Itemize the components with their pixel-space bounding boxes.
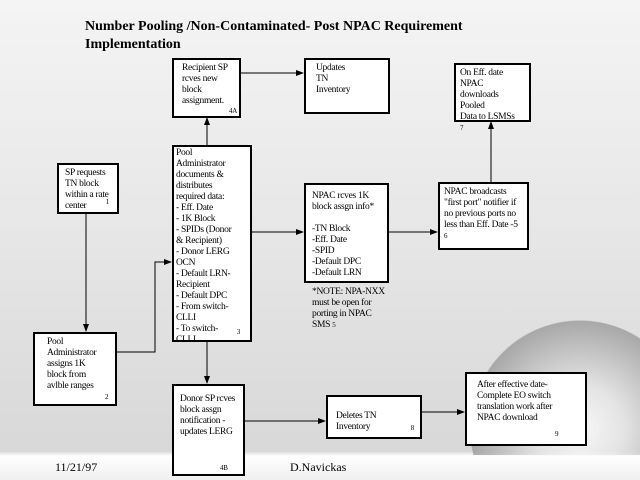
step-number: 5 bbox=[332, 321, 336, 329]
box-recipient-sp: Recipient SP rcves new block assignment.… bbox=[172, 58, 241, 118]
box-npac-broadcasts: NPAC broadcasts "first port" notifier if… bbox=[438, 182, 529, 250]
note-text: *NOTE: NPA-NXX must be open for porting … bbox=[312, 287, 385, 330]
step-number: 3 bbox=[236, 328, 241, 336]
box-text: NPAC broadcasts "first port" notifier if… bbox=[444, 187, 518, 230]
box-after-effective: After effective date- Complete EO switch… bbox=[465, 372, 587, 446]
box-text: Pool Administrator documents & distribut… bbox=[176, 148, 232, 345]
step-number: 8 bbox=[410, 424, 415, 432]
npa-nxx-note: *NOTE: NPA-NXX must be open for porting … bbox=[312, 287, 385, 331]
step-number: 6 bbox=[444, 232, 448, 240]
box-text: Pool Administrator assigns 1K block from… bbox=[47, 337, 97, 391]
arrow-2-to-3 bbox=[116, 259, 172, 353]
box-deletes-tn: Deletes TN Inventory 8 bbox=[326, 395, 422, 439]
box-sp-requests: SP requests TN block within a rate cente… bbox=[57, 163, 119, 214]
box-text: After effective date- Complete EO switch… bbox=[477, 380, 553, 423]
footer-author: D.Navickas bbox=[290, 460, 347, 474]
step-number: 7 bbox=[460, 124, 464, 132]
box-text: Updates TN Inventory bbox=[316, 63, 351, 95]
box-pool-documents: Pool Administrator documents & distribut… bbox=[172, 145, 252, 345]
box-text: On Eff. date NPAC downloads Pooled Data … bbox=[460, 68, 515, 122]
slide-title: Number Pooling /Non-Contaminated- Post N… bbox=[85, 19, 463, 52]
box-text: SP requests TN block within a rate cente… bbox=[65, 168, 109, 211]
box-on-eff-date: On Eff. date NPAC downloads Pooled Data … bbox=[454, 63, 531, 132]
step-number: 4B bbox=[220, 464, 228, 472]
box-text: Recipient SP rcves new block assignment. bbox=[182, 63, 228, 106]
step-number: 9 bbox=[555, 430, 559, 438]
box-updates-tn: Updates TN Inventory bbox=[304, 58, 390, 114]
box-text: Donor SP rcves block assgn notification … bbox=[180, 394, 236, 437]
step-number: 2 bbox=[105, 393, 109, 401]
box-text: NPAC rcves 1K block assgn info* -TN Bloc… bbox=[312, 191, 374, 278]
box-donor-sp: Donor SP rcves block assgn notification … bbox=[172, 384, 245, 476]
box-pool-assigns: Pool Administrator assigns 1K block from… bbox=[33, 332, 117, 406]
step-number: 4A bbox=[229, 107, 237, 115]
box-npac-rcves: NPAC rcves 1K block assgn info* -TN Bloc… bbox=[304, 183, 389, 283]
box-text: Deletes TN Inventory bbox=[336, 411, 377, 432]
footer-date: 11/21/97 bbox=[55, 460, 98, 474]
step-number: 1 bbox=[105, 198, 110, 206]
